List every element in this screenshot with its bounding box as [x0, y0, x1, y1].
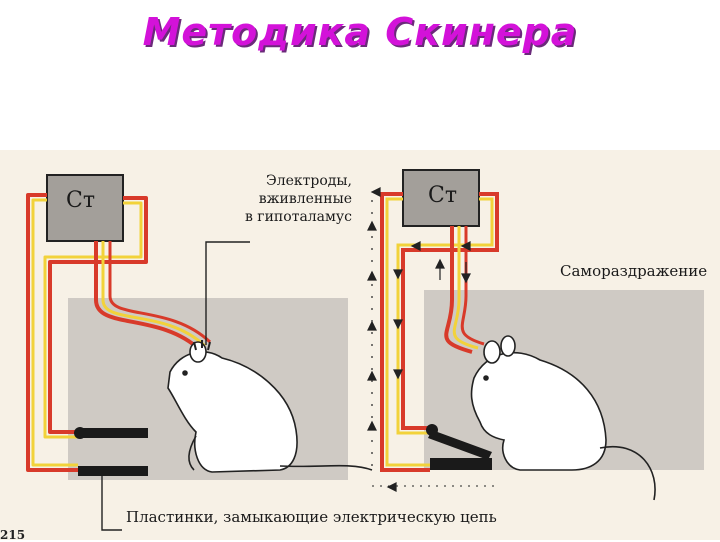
page-number: 215 — [0, 528, 26, 542]
right-lever — [426, 424, 492, 470]
rat-left — [167, 340, 373, 473]
stimulator-box-left — [46, 174, 124, 242]
stimulator-label-right: Ст — [428, 183, 458, 208]
electrodes-label: Электроды, вживленные в гипоталамус — [244, 173, 352, 225]
rat-right — [470, 335, 656, 501]
left-plates — [74, 427, 148, 476]
right-circuit — [380, 192, 499, 472]
stimulator-label-left: Ст — [66, 188, 96, 213]
electrodes-leader — [205, 241, 250, 345]
plates-label: Пластинки, замыкающие электрическую цепь — [126, 508, 497, 526]
flow-arrows — [367, 187, 471, 492]
plates-leader — [101, 476, 122, 531]
self-stimulation-label: Самораздражение — [560, 262, 708, 280]
slide-title: Методика Скинера — [142, 10, 578, 54]
left-circuit — [26, 193, 212, 472]
